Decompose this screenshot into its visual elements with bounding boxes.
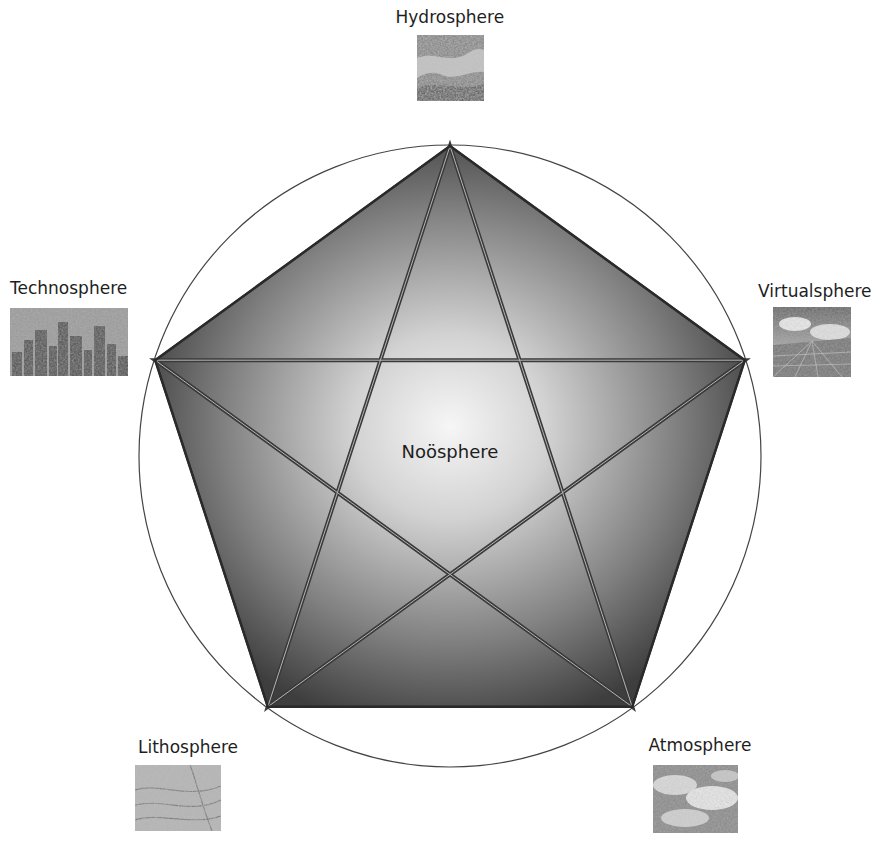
- node-label: Lithosphere: [138, 737, 238, 757]
- pentagram-lines: [155, 146, 745, 707]
- hydrosphere-picture: [417, 35, 484, 101]
- atmosphere-picture: [653, 765, 738, 833]
- pentagon: [155, 146, 745, 707]
- sphere-label: Technosphere: [7, 277, 130, 299]
- node-label: Hydrosphere: [396, 7, 505, 27]
- lithosphere-picture: [135, 765, 221, 831]
- node-label: Virtualsphere: [758, 281, 872, 301]
- sphere-label: Atmosphere: [646, 734, 755, 756]
- virtualsphere-picture: [773, 307, 851, 377]
- center-sphere: Noösphere: [399, 440, 502, 464]
- node-label: Technosphere: [10, 278, 127, 298]
- sphere-label: Virtualsphere: [755, 280, 875, 302]
- technosphere-picture: [10, 308, 128, 376]
- sphere-label: Hydrosphere: [393, 6, 508, 28]
- sphere-label: Lithosphere: [135, 736, 241, 758]
- outer-circle: [139, 145, 761, 767]
- node-label: Noösphere: [402, 441, 499, 463]
- node-label: Atmosphere: [649, 735, 752, 755]
